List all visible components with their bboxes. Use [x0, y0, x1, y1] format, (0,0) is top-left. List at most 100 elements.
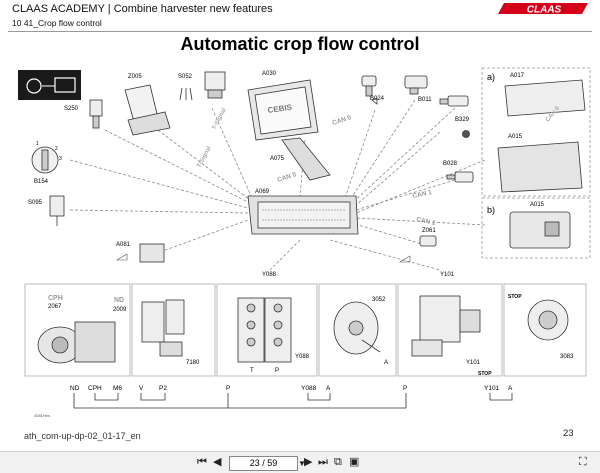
label-a015-a: A015: [508, 134, 523, 140]
operator-seat-icon: [124, 84, 171, 136]
module-a081-icon: [139, 243, 165, 263]
label-a015-b: A015: [530, 202, 545, 208]
label-3052: 3052: [372, 297, 386, 303]
label-7180: 7180: [186, 360, 200, 366]
label-cebis: CEBIS: [267, 103, 293, 115]
label-z061: Z061: [422, 228, 436, 234]
valve-block-icon: [141, 299, 185, 357]
label-tsignal-1: T-Signal: [196, 145, 212, 169]
slide-page-number: 23: [563, 428, 574, 439]
label-t: T: [250, 368, 254, 374]
switch-module-icon: [204, 71, 226, 99]
label-cph: CPH: [48, 295, 63, 302]
label-can0-mid: CAN 0: [276, 171, 297, 184]
claas-logo: CLAAS: [498, 3, 588, 16]
bus-label-nd: ND: [70, 385, 80, 392]
viewer-toolbar: ⏮ ◀ 23 / 59 ▼ ▶ ⏭ ⧉ ▣ ⛶: [0, 451, 600, 473]
bus-label-y088: Y088: [301, 385, 317, 392]
page-dropdown-icon[interactable]: ▼: [298, 459, 306, 468]
label-2009: 2009: [113, 307, 127, 313]
label-stop-1: STOP: [478, 371, 492, 377]
label-3083: 3083: [560, 354, 574, 360]
page-title: Automatic crop flow control: [180, 34, 420, 54]
bus-lines: [73, 393, 513, 409]
sensor-b329-icon: [439, 95, 470, 138]
solenoid-valve-stack-icon: [237, 297, 292, 363]
label-b154-2: 2: [55, 146, 58, 152]
first-page-icon[interactable]: ⏮: [197, 456, 207, 468]
slide-code: 4081Hes: [34, 413, 51, 418]
connection-lines: [69, 99, 486, 271]
flywheel-disc-icon: [333, 301, 381, 355]
label-a-box4: A: [384, 360, 388, 366]
bus-label-v: V: [139, 385, 144, 392]
view-mode-icon[interactable]: ⧉: [334, 456, 342, 468]
label-a075: A075: [270, 156, 285, 162]
label-a017: A017: [510, 73, 525, 79]
s052-lever-icon: [179, 87, 193, 101]
sensor-b011-icon: [404, 75, 428, 95]
label-y088-bottom: Y088: [295, 354, 310, 360]
label-2067: 2067: [48, 304, 62, 310]
sensor-b024-icon: [361, 75, 378, 105]
rotary-switch-b154-icon: [31, 146, 59, 174]
header-title: CLAAS ACADEMY | Combine harvester new fe…: [12, 3, 273, 15]
bus-label-m6: M6: [113, 385, 122, 392]
system-overview-icon: [18, 70, 81, 100]
cebis-terminal-icon: [247, 79, 331, 181]
label-b024: B024: [370, 96, 385, 102]
logo-text: CLAAS: [527, 5, 562, 16]
gear-wheel-icon: [527, 299, 569, 341]
label-option-a: a): [487, 72, 495, 82]
module-a015-icon-b: [509, 211, 571, 249]
label-b154-1: 1: [36, 141, 39, 147]
bus-label-a: A: [326, 385, 331, 392]
page-number-field[interactable]: 23 / 59: [229, 456, 298, 471]
label-s052: S052: [178, 74, 193, 80]
label-b154-3: 3: [59, 156, 62, 162]
sensor-b028-icon: [446, 171, 474, 183]
label-b154: B154: [34, 179, 49, 185]
label-a081: A081: [116, 242, 131, 248]
label-y101-bottom: Y101: [466, 360, 481, 366]
label-a030: A030: [262, 71, 277, 77]
central-ecu-a069: [247, 195, 359, 235]
label-tsignal-2: T-Signal: [211, 107, 227, 131]
label-b329: B329: [455, 117, 470, 123]
last-page-icon[interactable]: ⏭: [318, 456, 328, 468]
label-s095: S095: [28, 200, 43, 206]
hydraulic-valve-icon: [411, 295, 481, 357]
module-a015-icon-a: [497, 141, 583, 193]
s250-switch-icon: [89, 99, 103, 129]
fullscreen-icon[interactable]: ⛶: [579, 456, 587, 468]
label-stop-2: STOP: [508, 294, 522, 300]
label-z005: Z005: [128, 74, 142, 80]
bus-label-a-2: A: [508, 385, 513, 392]
label-p: P: [275, 368, 279, 374]
label-nd: ND: [114, 297, 124, 304]
label-a069: A069: [255, 189, 270, 195]
switch-s095-icon: [49, 195, 65, 226]
bus-label-y101: Y101: [484, 385, 500, 392]
connector-z061-icon: [419, 235, 437, 247]
section-label: 10 41_Crop flow control: [12, 18, 102, 28]
bus-label-cph: CPH: [88, 385, 102, 392]
layout-icon[interactable]: ▣: [349, 456, 360, 468]
label-y101-top: Y101: [440, 272, 455, 278]
label-can0-top: CAN 0: [331, 114, 352, 127]
footer-doc-id: ath_com-up-dp-02_01-17_en: [24, 431, 141, 441]
label-can1-a: CAN 1: [412, 189, 433, 200]
bus-labels: ND CPH M6 V P2 P Y088 A P Y101 A: [70, 385, 513, 392]
bus-label-p: P: [226, 385, 230, 392]
module-a017-icon: [504, 79, 586, 117]
label-b011: B011: [418, 97, 432, 103]
option-a-box: [481, 67, 591, 197]
option-b-box: [481, 197, 591, 259]
header-divider: [8, 31, 592, 32]
prev-page-icon[interactable]: ◀: [213, 456, 222, 468]
next-page-icon[interactable]: ▶: [304, 456, 313, 468]
pump-assembly-icon: [37, 321, 116, 364]
label-option-b: b): [487, 205, 495, 215]
